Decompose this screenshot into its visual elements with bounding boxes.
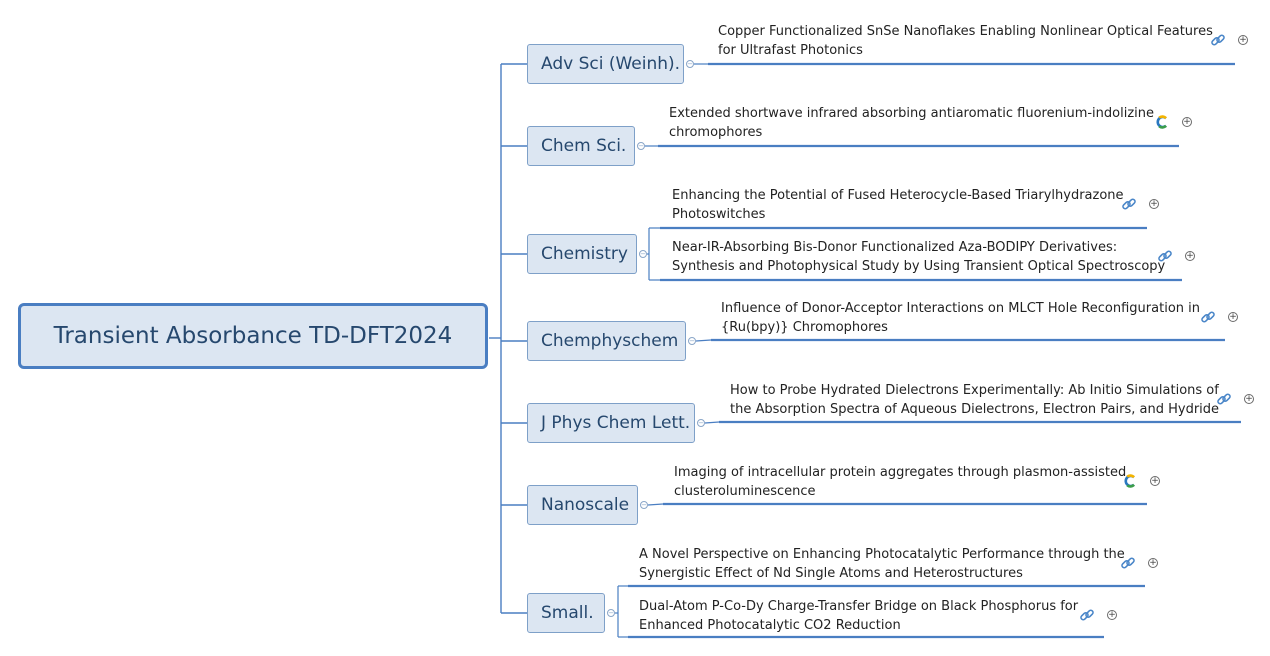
journal-node[interactable]: Nanoscale — [527, 485, 638, 525]
article-title-line: A Novel Perspective on Enhancing Photoca… — [639, 547, 1125, 562]
collapse-toggle-icon[interactable]: − — [637, 142, 645, 150]
article-title-line: chromophores — [669, 125, 763, 140]
root-topic[interactable]: Transient Absorbance TD-DFT2024 — [18, 303, 488, 369]
article-title[interactable]: Influence of Donor-Acceptor Interactions… — [721, 299, 1200, 337]
expand-plus-icon[interactable]: + — [1107, 610, 1117, 620]
journal-node[interactable]: Chemphyschem — [527, 321, 686, 361]
article-title-line: How to Probe Hydrated Dielectrons Experi… — [730, 383, 1219, 398]
article-title[interactable]: Near-IR-Absorbing Bis-Donor Functionaliz… — [672, 238, 1165, 276]
article-title[interactable]: Copper Functionalized SnSe Nanoflakes En… — [718, 22, 1213, 60]
article-title-line: Photoswitches — [672, 207, 766, 222]
collapse-toggle-icon[interactable]: − — [688, 337, 696, 345]
crossref-icon[interactable] — [1154, 114, 1170, 130]
article-title-line: Enhanced Photocatalytic CO2 Reduction — [639, 618, 901, 633]
expand-plus-icon[interactable]: + — [1149, 199, 1159, 209]
article-title[interactable]: A Novel Perspective on Enhancing Photoca… — [639, 545, 1125, 583]
article-title-line: clusteroluminescence — [674, 484, 816, 499]
crossref-icon[interactable] — [1122, 473, 1138, 489]
collapse-toggle-icon[interactable]: − — [639, 250, 647, 258]
article-title[interactable]: How to Probe Hydrated Dielectrons Experi… — [730, 381, 1219, 419]
link-icon[interactable] — [1200, 309, 1216, 325]
expand-plus-icon[interactable]: + — [1148, 558, 1158, 568]
link-icon[interactable] — [1157, 248, 1173, 264]
journal-node[interactable]: Chem Sci. — [527, 126, 635, 166]
article-connector — [704, 421, 720, 424]
article-title-line: Synthesis and Photophysical Study by Usi… — [672, 259, 1166, 274]
expand-plus-icon[interactable]: + — [1228, 312, 1238, 322]
collapse-toggle-icon[interactable]: − — [607, 609, 615, 617]
collapse-toggle-icon[interactable]: − — [686, 60, 694, 68]
article-title-line: Imaging of intracellular protein aggrega… — [674, 465, 1127, 480]
collapse-toggle-icon[interactable]: − — [697, 419, 705, 427]
article-title-line: Extended shortwave infrared absorbing an… — [669, 106, 1155, 121]
expand-plus-icon[interactable]: + — [1238, 35, 1248, 45]
expand-plus-icon[interactable]: + — [1185, 251, 1195, 261]
article-title[interactable]: Dual-Atom P-Co-Dy Charge-Transfer Bridge… — [639, 597, 1078, 635]
article-title-line: the Absorption Spectra of Aqueous Dielec… — [730, 402, 1220, 417]
article-title-line: Near-IR-Absorbing Bis-Donor Functionaliz… — [672, 240, 1118, 255]
article-title[interactable]: Enhancing the Potential of Fused Heteroc… — [672, 186, 1124, 224]
journal-node[interactable]: Adv Sci (Weinh). — [527, 44, 684, 84]
article-connector — [647, 503, 664, 506]
journal-node[interactable]: J Phys Chem Lett. — [527, 403, 695, 443]
link-icon[interactable] — [1216, 391, 1232, 407]
link-icon[interactable] — [1210, 32, 1226, 48]
article-title-line: Influence of Donor-Acceptor Interactions… — [721, 301, 1200, 316]
article-title-line: for Ultrafast Photonics — [718, 43, 863, 58]
article-title-line: Synergistic Effect of Nd Single Atoms an… — [639, 566, 1023, 581]
expand-plus-icon[interactable]: + — [1150, 476, 1160, 486]
link-icon[interactable] — [1120, 555, 1136, 571]
journal-node[interactable]: Small. — [527, 593, 605, 633]
article-connector — [695, 339, 712, 342]
article-title-line: Copper Functionalized SnSe Nanoflakes En… — [718, 24, 1213, 39]
article-title-line: Enhancing the Potential of Fused Heteroc… — [672, 188, 1124, 203]
link-icon[interactable] — [1079, 607, 1095, 623]
article-title[interactable]: Imaging of intracellular protein aggrega… — [674, 463, 1126, 501]
article-title-line: {Ru(bpy)} Chromophores — [721, 320, 888, 335]
article-title[interactable]: Extended shortwave infrared absorbing an… — [669, 104, 1154, 142]
article-title-line: Dual-Atom P-Co-Dy Charge-Transfer Bridge… — [639, 599, 1079, 614]
expand-plus-icon[interactable]: + — [1182, 117, 1192, 127]
link-icon[interactable] — [1121, 196, 1137, 212]
collapse-toggle-icon[interactable]: − — [640, 501, 648, 509]
journal-node[interactable]: Chemistry — [527, 234, 637, 274]
expand-plus-icon[interactable]: + — [1244, 394, 1254, 404]
